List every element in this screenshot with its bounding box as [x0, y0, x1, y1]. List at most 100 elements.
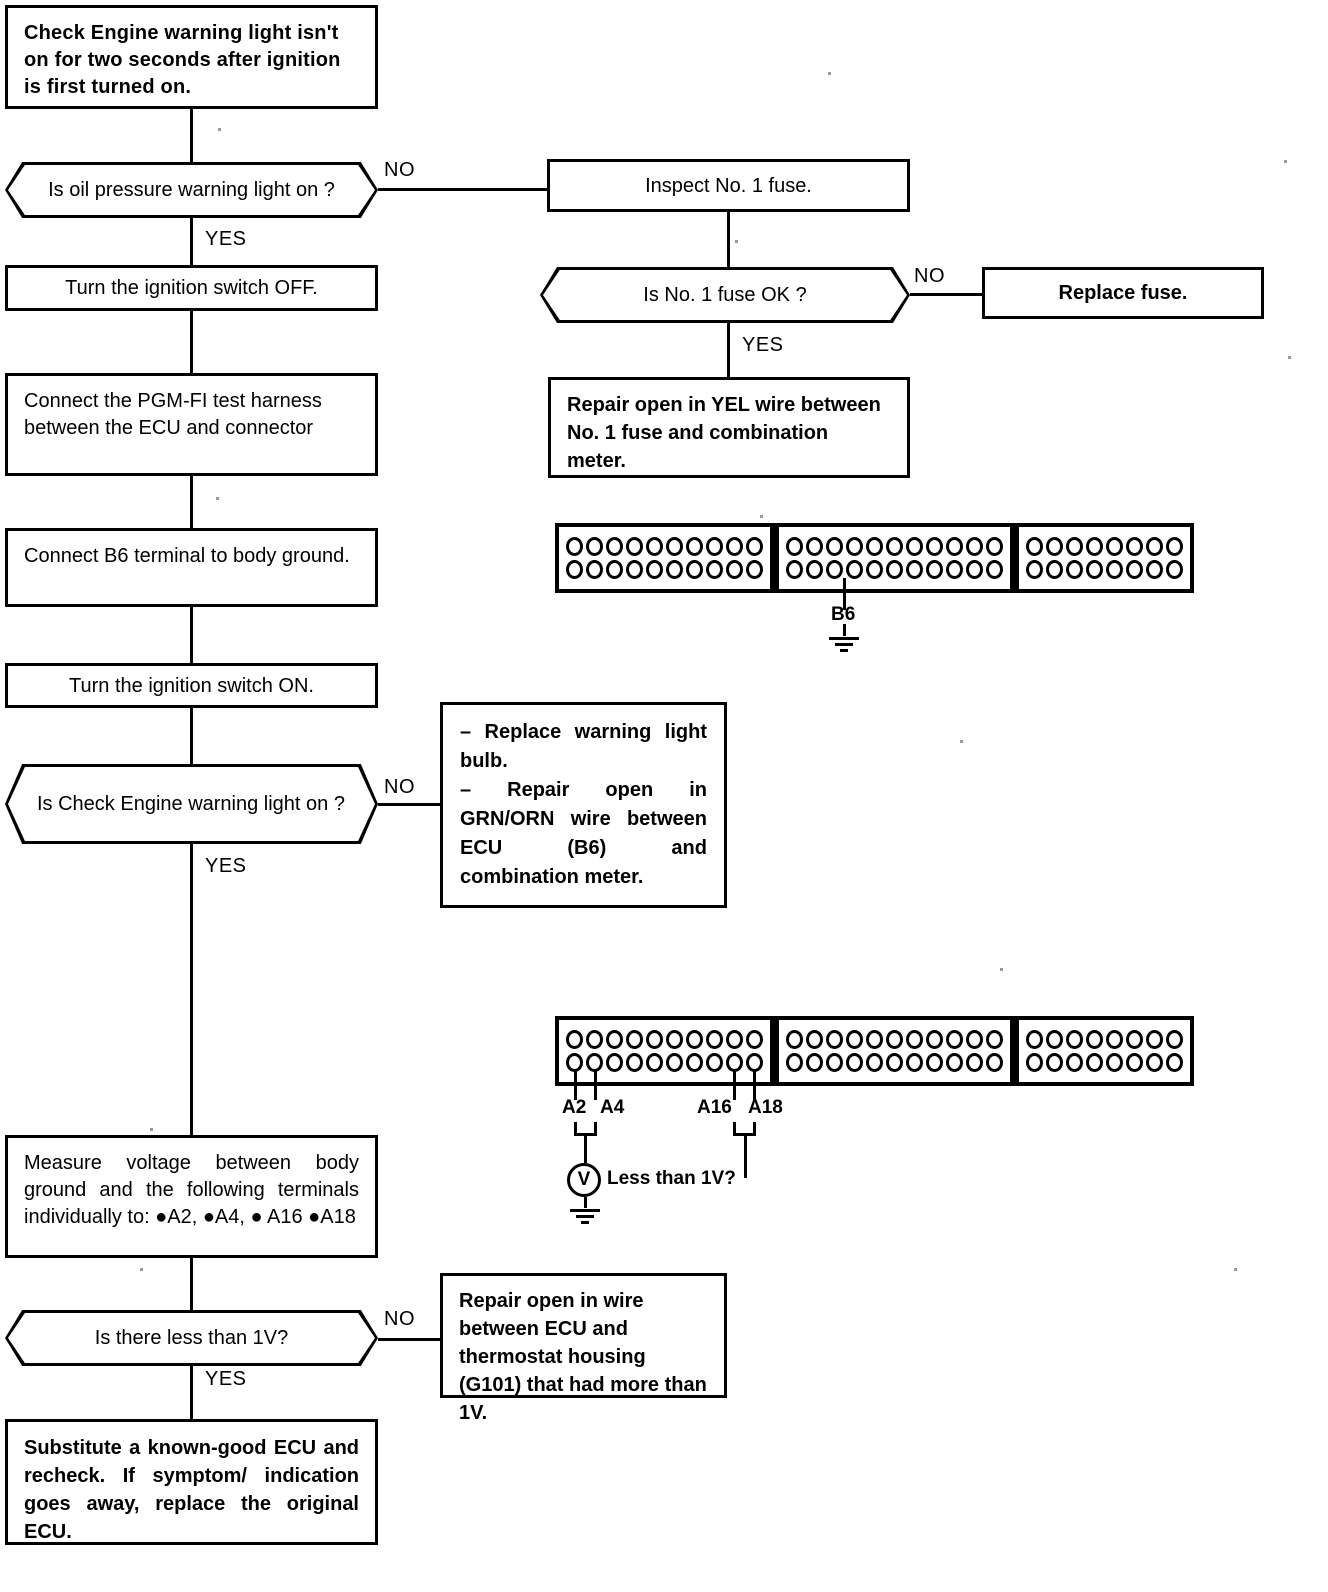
branch-label-q-fuse-no: NO: [914, 265, 945, 287]
pin-hole: [1126, 1053, 1143, 1072]
pin-hole: [886, 1030, 903, 1049]
pin-hole: [646, 1030, 663, 1049]
pin-row: [786, 537, 1003, 556]
pin-hole: [1146, 537, 1163, 556]
node-inspect-fuse: Inspect No. 1 fuse.: [547, 159, 910, 212]
node-measure-voltage-text: Measure voltage between body ground and …: [24, 1152, 359, 1228]
edge-oil-pressure-no: [378, 188, 547, 191]
node-q-less-than-1v-inner: [8, 1313, 375, 1363]
connector-top: [555, 523, 1194, 593]
node-connect-harness: Connect the PGM-FI test harness between …: [5, 373, 378, 476]
node-ignition-off-text: Turn the ignition switch OFF.: [65, 277, 318, 299]
pin-hole: [906, 1030, 923, 1049]
pin-hole: [786, 560, 803, 579]
scan-speck: [1234, 1268, 1237, 1271]
pin-hole: [566, 537, 583, 556]
pin-hole: [646, 1053, 663, 1072]
pin-hole: [846, 560, 863, 579]
scan-speck: [216, 497, 219, 500]
pin-hole: [586, 560, 603, 579]
pin-hole: [946, 537, 963, 556]
pin-row: [786, 1030, 1003, 1049]
lead-a18-bracket: [753, 1122, 756, 1136]
edge-less-than-1v-no: [378, 1338, 440, 1341]
pin-hole: [926, 1053, 943, 1072]
pin-hole: [986, 560, 1003, 579]
pin-hole: [886, 560, 903, 579]
pin-hole: [1026, 1053, 1043, 1072]
lead-a16: [733, 1071, 736, 1100]
pin-hole: [1066, 560, 1083, 579]
pin-hole: [886, 537, 903, 556]
scan-speck: [1284, 160, 1287, 163]
scan-speck: [1288, 356, 1291, 359]
pin-hole: [666, 560, 683, 579]
pin-hole: [626, 1030, 643, 1049]
pin-hole: [1146, 560, 1163, 579]
pin-row: [1026, 1053, 1183, 1072]
edge-less-than-1v-yes: [190, 1366, 193, 1419]
node-start-text: Check Engine warning light isn't on for …: [24, 22, 341, 98]
pin-hole: [826, 537, 843, 556]
pin-hole: [846, 1053, 863, 1072]
pin-row: [566, 537, 763, 556]
pin-hole-a18: [746, 1053, 763, 1072]
pin-hole: [726, 1030, 743, 1049]
connector-bottom-segment-3: [1019, 1020, 1190, 1082]
pin-hole: [986, 537, 1003, 556]
connector-top-segment-2: [779, 527, 1010, 589]
lead-b6: [843, 578, 846, 610]
node-q-fuse-ok-inner: [543, 270, 907, 320]
scan-speck: [218, 128, 221, 131]
pin-hole: [626, 560, 643, 579]
pin-hole-b6: [826, 560, 843, 579]
pin-hole: [866, 1030, 883, 1049]
pin-hole: [986, 1053, 1003, 1072]
pin-row: [566, 1053, 763, 1072]
pin-hole: [1026, 1030, 1043, 1049]
connector-bottom-segment-2: [779, 1020, 1010, 1082]
branch-label-q-fuse-yes: YES: [742, 334, 784, 356]
scan-speck: [1000, 968, 1003, 971]
branch-label-check-engine-no: NO: [384, 776, 415, 798]
lead-a16-bracket: [733, 1122, 736, 1136]
pin-hole: [786, 537, 803, 556]
lead-meter-positive: [584, 1133, 587, 1163]
pin-hole: [1126, 1030, 1143, 1049]
pin-hole: [726, 537, 743, 556]
pin-hole: [1126, 560, 1143, 579]
branch-label-oil-pressure-yes: YES: [205, 228, 247, 250]
edge-q-fuse-no: [910, 293, 982, 296]
pin-hole: [606, 537, 623, 556]
voltmeter-icon: V: [567, 1163, 601, 1197]
pin-hole: [946, 1030, 963, 1049]
pin-hole: [1046, 1030, 1063, 1049]
node-connect-harness-text: Connect the PGM-FI test harness between …: [24, 390, 322, 439]
pin-hole-a4: [586, 1053, 603, 1072]
pin-row: [1026, 1030, 1183, 1049]
pin-hole: [1086, 1030, 1103, 1049]
node-q-fuse-ok: Is No. 1 fuse OK ?: [540, 267, 910, 323]
pin-hole: [786, 1030, 803, 1049]
pin-hole: [1106, 1053, 1123, 1072]
pin-hole: [626, 537, 643, 556]
edge-q-fuse-yes: [727, 323, 730, 377]
pin-hole: [866, 1053, 883, 1072]
node-repair-g101: Repair open in wire between ECU and ther…: [440, 1273, 727, 1424]
node-connect-b6: Connect B6 terminal to body ground.: [5, 528, 378, 607]
pin-hole: [886, 1053, 903, 1072]
node-ignition-on: Turn the ignition switch ON.: [5, 663, 378, 708]
pin-hole: [1166, 560, 1183, 579]
lead-a2-bracket: [574, 1122, 577, 1136]
lead-meter-to-ground: [584, 1197, 587, 1208]
pin-hole: [1086, 537, 1103, 556]
edge-ignition-off-to-harness: [190, 311, 193, 373]
pin-hole: [746, 560, 763, 579]
pin-hole: [966, 1030, 983, 1049]
lead-a2: [574, 1071, 577, 1100]
lead-a4: [594, 1071, 597, 1100]
branch-label-less-than-1v-no: NO: [384, 1308, 415, 1330]
node-connect-b6-text: Connect B6 terminal to body ground.: [24, 545, 350, 567]
pin-row: [786, 1053, 1003, 1072]
pin-hole: [1026, 560, 1043, 579]
